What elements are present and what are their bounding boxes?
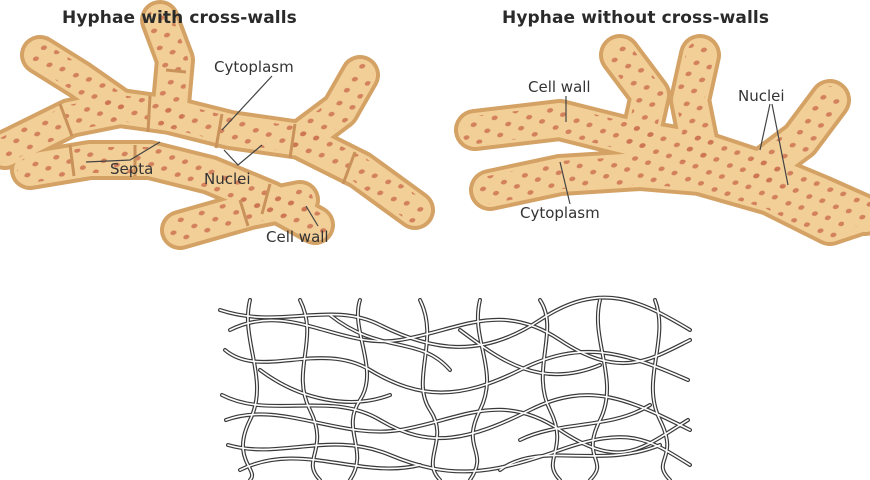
- septate-hyphae-illustration: [5, 20, 415, 230]
- label-cell-wall-left: Cell wall: [266, 228, 329, 246]
- label-cytoplasm-right: Cytoplasm: [520, 204, 600, 222]
- aseptate-hyphae-title: Hyphae without cross-walls: [502, 8, 769, 28]
- label-septa: Septa: [110, 160, 153, 178]
- label-nuclei-left: Nuclei: [204, 170, 251, 188]
- label-nuclei-right: Nuclei: [738, 87, 785, 105]
- mycelium-network: [220, 298, 690, 480]
- label-cytoplasm-left: Cytoplasm: [214, 58, 294, 76]
- septate-hyphae-title: Hyphae with cross-walls: [62, 8, 297, 28]
- label-cell-wall-right: Cell wall: [528, 78, 591, 96]
